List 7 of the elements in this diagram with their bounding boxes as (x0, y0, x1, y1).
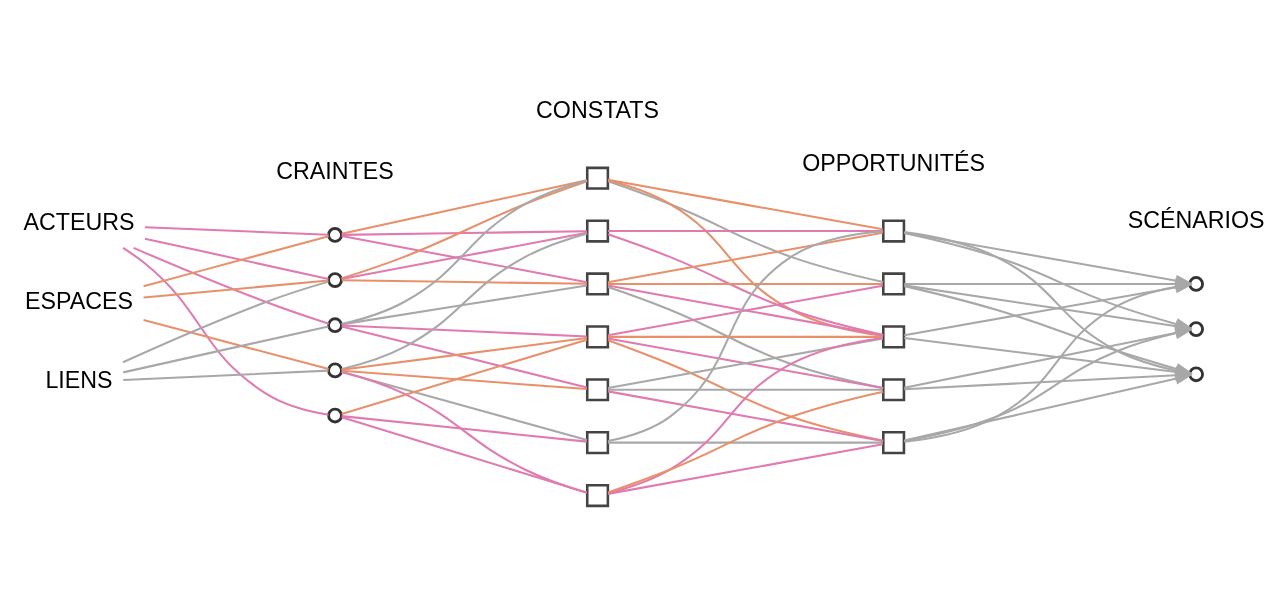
node-text: ACTEURS (23, 209, 135, 236)
node-text: LIENS (45, 366, 113, 393)
node-text: ESPACES (24, 287, 133, 314)
label: OPPORTUNITÉS (802, 149, 986, 176)
label: SCÉNARIOS (1127, 206, 1265, 233)
label: CONSTATS (536, 97, 660, 124)
label: CRAINTES (276, 157, 394, 184)
